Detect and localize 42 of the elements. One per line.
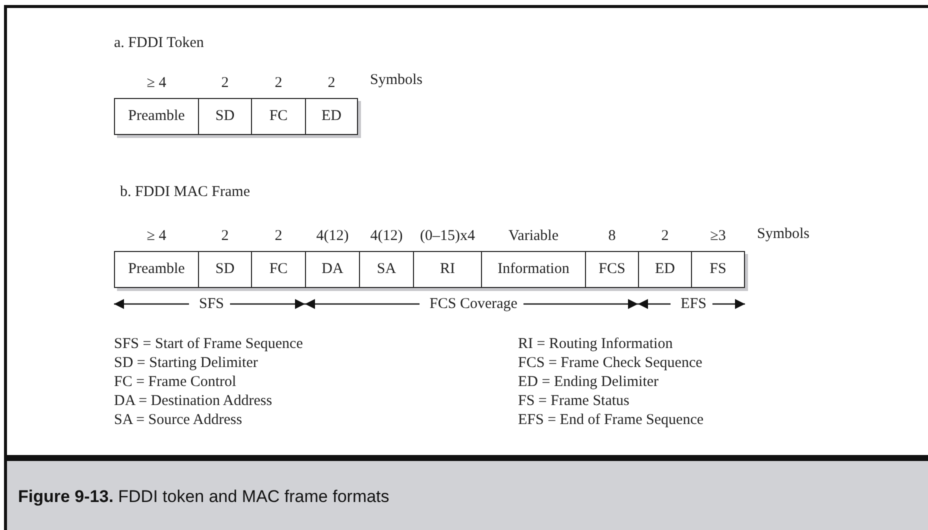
abbreviation-definition: SFS = Start of Frame Sequence — [114, 335, 303, 353]
field-cell: Preamble — [114, 251, 199, 288]
symbol-count: 2 — [660, 227, 670, 245]
figure-caption: Figure 9-13. FDDI token and MAC frame formats — [18, 487, 390, 507]
symbol-count: (0–15)x4 — [419, 227, 476, 245]
abbreviation-definition: FS = Frame Status — [518, 392, 630, 410]
field-cell: ED — [305, 98, 358, 135]
abbreviation-definition: FCS = Frame Check Sequence — [518, 354, 702, 372]
symbol-count: 2 — [220, 74, 230, 92]
symbol-count: ≥ 4 — [146, 74, 168, 92]
span-label: FCS Coverage — [428, 295, 520, 313]
symbol-count: 4(12) — [315, 227, 350, 245]
symbol-count: 2 — [274, 227, 284, 245]
symbol-count: ≥3 — [709, 227, 727, 245]
field-cell: SA — [359, 251, 414, 288]
section-heading: b. FDDI MAC Frame — [120, 183, 250, 201]
field-cell: Preamble — [114, 98, 199, 135]
abbreviation-definition: FC = Frame Control — [114, 373, 236, 391]
field-cell: DA — [305, 251, 360, 288]
field-cell: FC — [251, 251, 306, 288]
unit-label: Symbols — [757, 225, 810, 243]
field-cell: Information — [481, 251, 586, 288]
symbol-count: 2 — [274, 74, 284, 92]
field-cell: SD — [198, 251, 252, 288]
section-heading: a. FDDI Token — [114, 34, 204, 52]
unit-label: Symbols — [370, 71, 423, 89]
symbol-count: ≥ 4 — [146, 227, 168, 245]
field-cell: FS — [691, 251, 745, 288]
symbol-count: 8 — [607, 227, 617, 245]
abbreviation-definition: EFS = End of Frame Sequence — [518, 411, 704, 429]
abbreviation-definition: SA = Source Address — [114, 411, 242, 429]
abbreviation-definition: DA = Destination Address — [114, 392, 272, 410]
abbreviation-definition: RI = Routing Information — [518, 335, 673, 353]
abbreviation-definition: SD = Starting Delimiter — [114, 354, 258, 372]
abbreviation-definition: ED = Ending Delimiter — [518, 373, 659, 391]
field-cell: ED — [638, 251, 692, 288]
symbol-count: 2 — [326, 74, 336, 92]
field-cell: RI — [413, 251, 482, 288]
field-cell: SD — [198, 98, 252, 135]
symbol-count: 2 — [220, 227, 230, 245]
field-cell: FC — [251, 98, 306, 135]
field-cell: FCS — [585, 251, 639, 288]
